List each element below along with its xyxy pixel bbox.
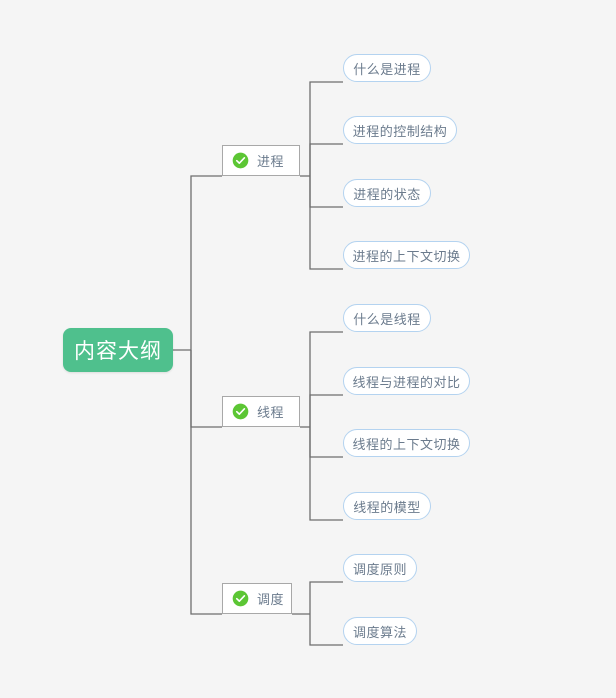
leaf-node[interactable]: 进程的状态 xyxy=(343,179,431,207)
leaf-node-label: 什么是线程 xyxy=(353,311,421,327)
branch-node-label: 线程 xyxy=(257,405,285,420)
leaf-node-label: 进程的状态 xyxy=(353,186,421,202)
branch-node-label: 调度 xyxy=(257,592,285,607)
check-circle-icon xyxy=(232,403,249,420)
branch-node-schedule[interactable]: 调度 xyxy=(222,583,292,614)
branch-node-thread[interactable]: 线程 xyxy=(222,396,300,427)
root-node[interactable]: 内容大纲 xyxy=(63,328,173,372)
leaf-node[interactable]: 什么是进程 xyxy=(343,54,431,82)
leaf-node[interactable]: 线程的模型 xyxy=(343,492,431,520)
leaf-node-label: 线程与进程的对比 xyxy=(352,374,461,390)
leaf-node[interactable]: 什么是线程 xyxy=(343,304,431,332)
branch-node-label: 进程 xyxy=(257,154,285,169)
branch-node-process[interactable]: 进程 xyxy=(222,145,300,176)
leaf-node-label: 线程的模型 xyxy=(353,499,421,515)
leaf-node[interactable]: 调度算法 xyxy=(343,617,417,645)
root-node-label: 内容大纲 xyxy=(74,340,162,363)
leaf-node[interactable]: 线程与进程的对比 xyxy=(343,367,470,395)
leaf-node-label: 什么是进程 xyxy=(353,61,421,77)
leaf-node-label: 进程的上下文切换 xyxy=(352,248,461,264)
leaf-node[interactable]: 进程的控制结构 xyxy=(343,116,457,144)
leaf-node-label: 调度算法 xyxy=(353,624,408,640)
leaf-node-label: 进程的控制结构 xyxy=(352,123,448,139)
leaf-node[interactable]: 调度原则 xyxy=(343,554,417,582)
leaf-node[interactable]: 线程的上下文切换 xyxy=(343,429,470,457)
check-circle-icon xyxy=(232,152,249,169)
check-circle-icon xyxy=(232,590,249,607)
leaf-node-label: 线程的上下文切换 xyxy=(352,436,461,452)
leaf-node-label: 调度原则 xyxy=(353,561,408,577)
leaf-node[interactable]: 进程的上下文切换 xyxy=(343,241,470,269)
